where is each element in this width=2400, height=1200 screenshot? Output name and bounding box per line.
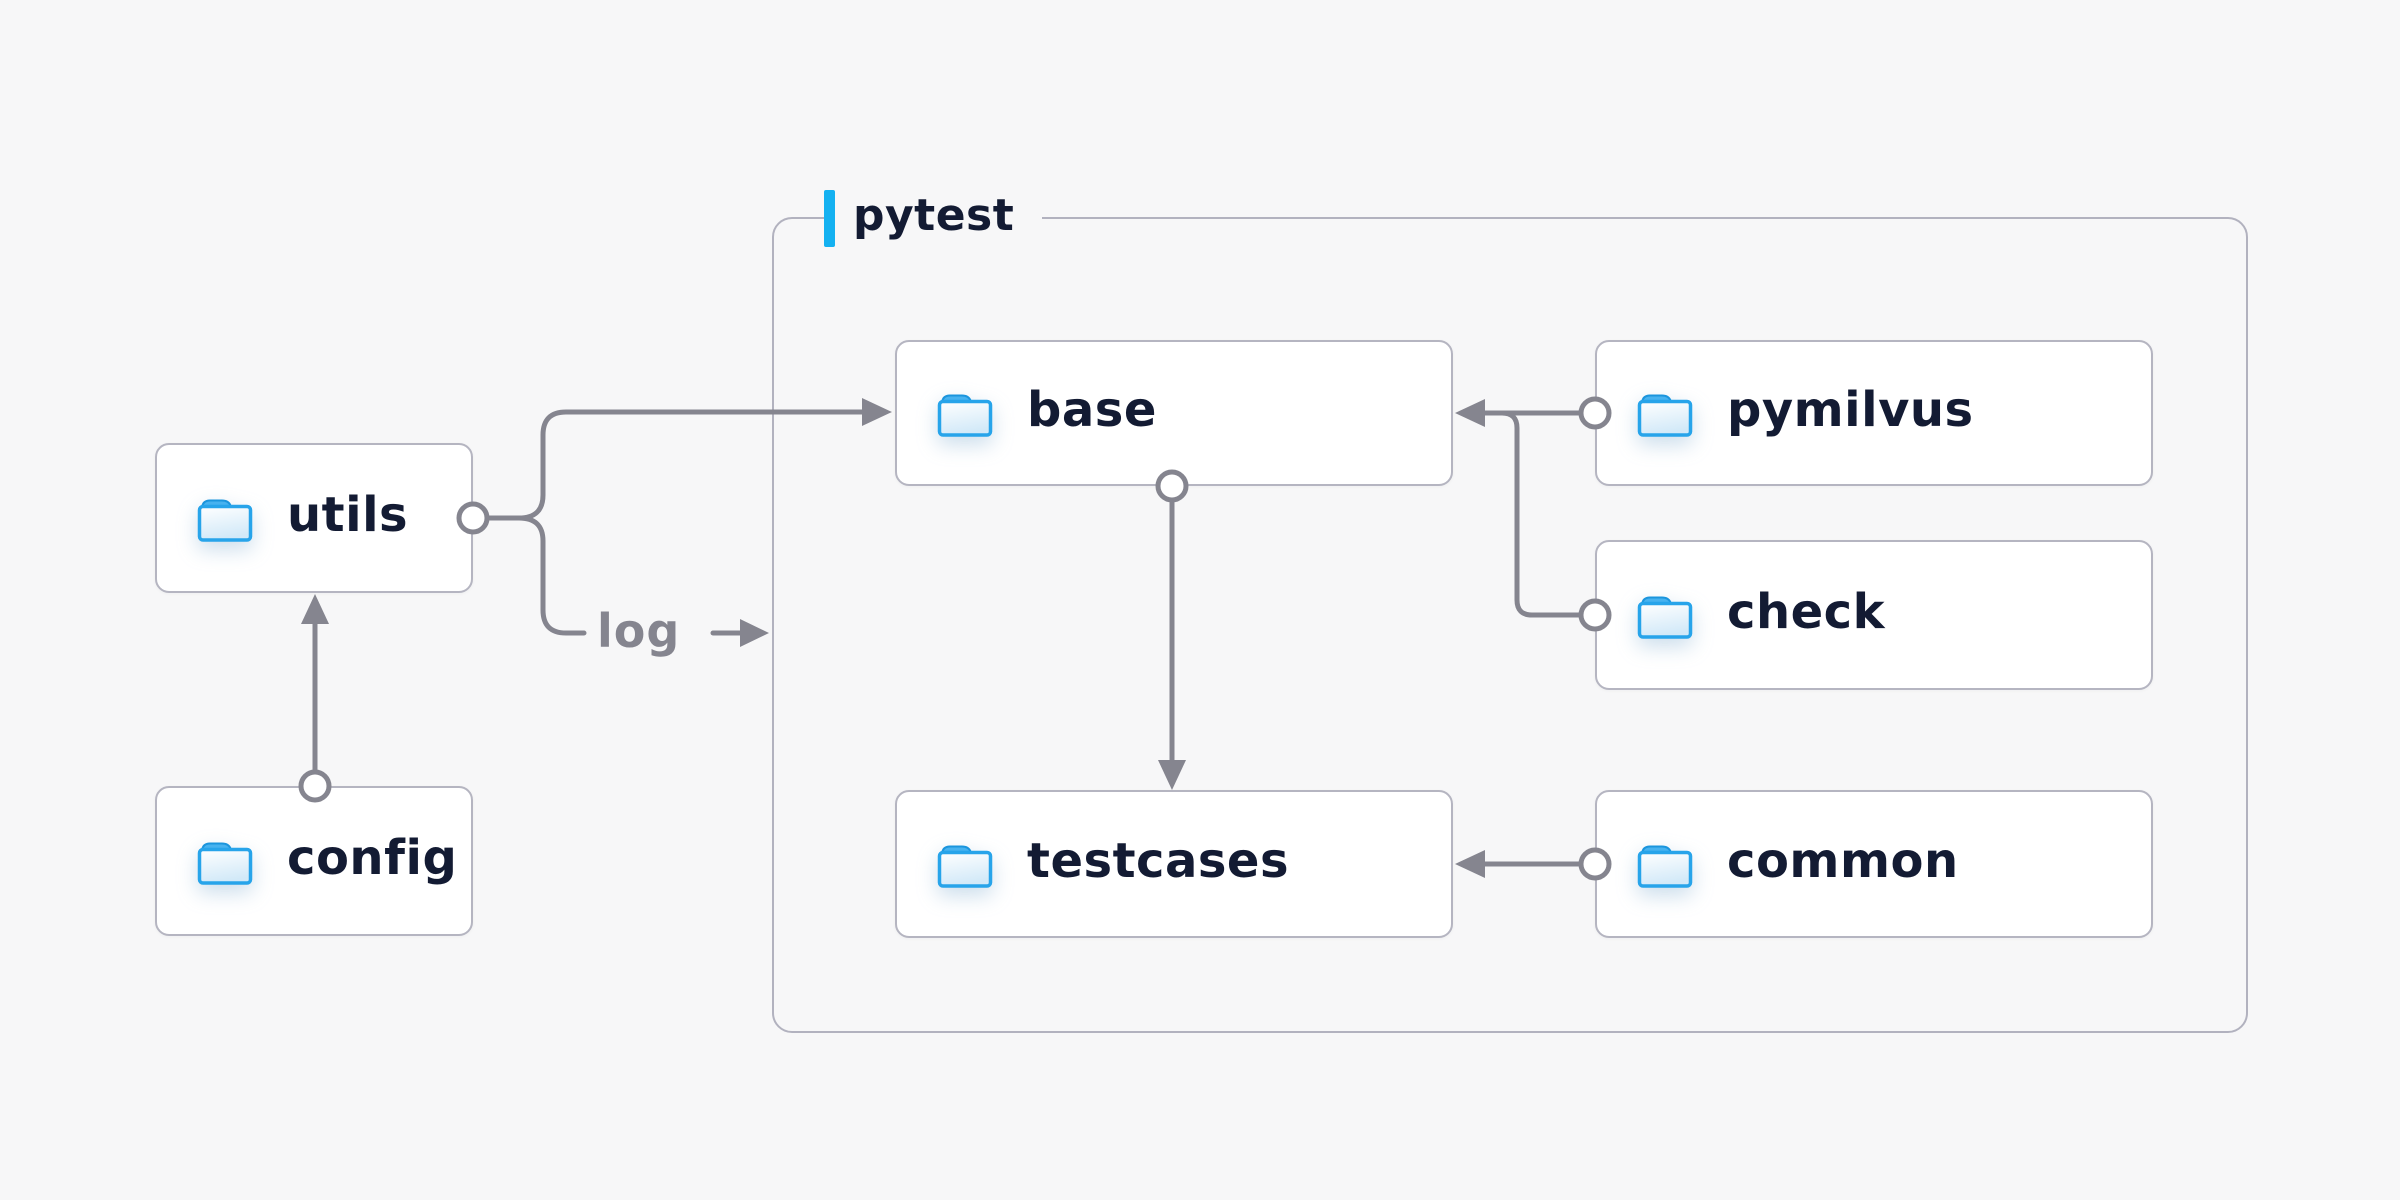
node-utils: utils (155, 443, 473, 593)
node-pymilvus: pymilvus (1595, 340, 2153, 486)
node-label: testcases (1027, 833, 1290, 889)
node-label: pymilvus (1727, 382, 1974, 438)
node-testcases: testcases (895, 790, 1453, 938)
folder-icon (195, 836, 255, 886)
node-check: check (1595, 540, 2153, 690)
node-label: config (287, 830, 458, 886)
folder-icon (1635, 590, 1695, 640)
node-label: common (1727, 833, 1959, 889)
folder-icon (1635, 388, 1695, 438)
pytest-frame (772, 217, 2248, 1033)
edge-label-log: log (597, 603, 681, 658)
edge-utils-log (516, 515, 587, 636)
node-label: base (1027, 382, 1157, 438)
node-label: utils (287, 487, 409, 543)
arrowhead-up (301, 594, 329, 624)
node-common: common (1595, 790, 2153, 938)
folder-icon (935, 839, 995, 889)
frame-title: pytest (853, 190, 1015, 241)
accent-bar (824, 189, 835, 247)
node-base: base (895, 340, 1453, 486)
arrowhead-right (740, 619, 769, 647)
folder-icon (195, 493, 255, 543)
node-label: check (1727, 584, 1886, 640)
folder-icon (935, 388, 995, 438)
folder-icon (1635, 839, 1695, 889)
node-config: config (155, 786, 473, 936)
pytest-frame-label: pytest (824, 189, 1043, 247)
